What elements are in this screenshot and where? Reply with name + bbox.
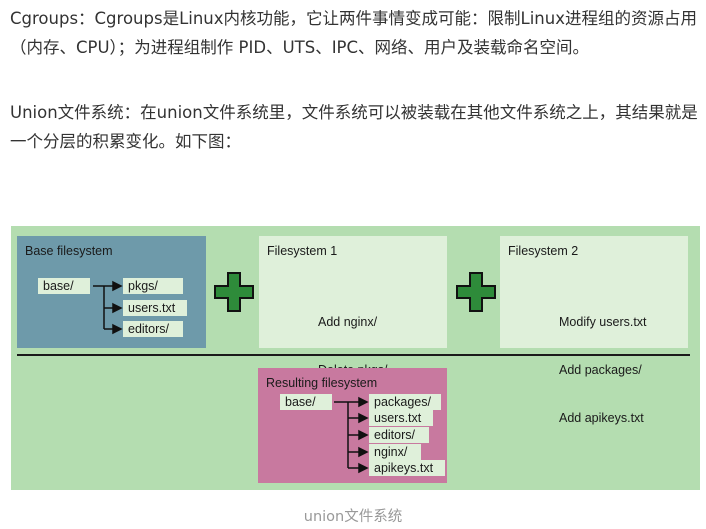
result-item-editors: editors/: [369, 427, 429, 443]
change-line: Add packages/: [559, 363, 642, 377]
arrowhead: [358, 429, 369, 441]
base-item-pkgs: pkgs/: [123, 278, 183, 294]
filesystem-2-box: Filesystem 2 Modify users.txt Add packag…: [500, 236, 688, 425]
filesystem-1-title: Filesystem 1: [267, 244, 338, 258]
result-item-users: users.txt: [369, 410, 433, 426]
filesystem-1-box: Filesystem 1 Add nginx/ Delete pkgs/: [259, 236, 447, 377]
arrowhead: [112, 280, 123, 292]
result-item-nginx: nginx/: [369, 444, 421, 460]
result-root-folder: base/: [280, 394, 332, 410]
plus-icon: [456, 272, 496, 312]
arrowhead: [358, 462, 369, 474]
change-line: Modify users.txt: [559, 315, 647, 329]
arrowhead: [358, 446, 369, 458]
base-filesystem-title: Base filesystem: [25, 244, 113, 258]
arrowhead: [112, 323, 123, 335]
arrowhead: [358, 396, 369, 408]
divider-line: [17, 354, 690, 356]
cgroups-paragraph: Cgroups：Cgroups是Linux内核功能，它让两件事情变成可能：限制L…: [10, 9, 697, 57]
resulting-filesystem-box: Resulting filesystem base/ packages/ use…: [258, 368, 447, 483]
base-filesystem-box: Base filesystem base/ pkgs/ users.txt ed…: [17, 236, 206, 348]
plus-icon: [214, 272, 254, 312]
union-filesystem-diagram: Base filesystem base/ pkgs/ users.txt ed…: [11, 226, 700, 490]
result-item-apikeys: apikeys.txt: [369, 460, 445, 476]
result-tree-connectors: [334, 396, 369, 474]
base-tree-connectors: [93, 280, 123, 335]
filesystem-2-changes: Modify users.txt Add packages/ Add apike…: [559, 282, 647, 458]
figure-caption: union文件系统: [303, 509, 403, 525]
change-line: Add apikeys.txt: [559, 411, 644, 425]
change-line: Add nginx/: [318, 315, 378, 329]
filesystem-2-title: Filesystem 2: [508, 244, 579, 258]
base-item-users: users.txt: [123, 300, 187, 316]
union-paragraph: Union文件系统：在union文件系统里，文件系统可以被装载在其他文件系统之上…: [10, 103, 698, 151]
arrowhead: [112, 302, 123, 314]
result-item-packages: packages/: [369, 394, 441, 410]
arrowhead: [358, 412, 369, 424]
resulting-filesystem-title: Resulting filesystem: [266, 376, 378, 390]
base-item-editors: editors/: [123, 321, 183, 337]
base-root-folder: base/: [38, 278, 90, 294]
